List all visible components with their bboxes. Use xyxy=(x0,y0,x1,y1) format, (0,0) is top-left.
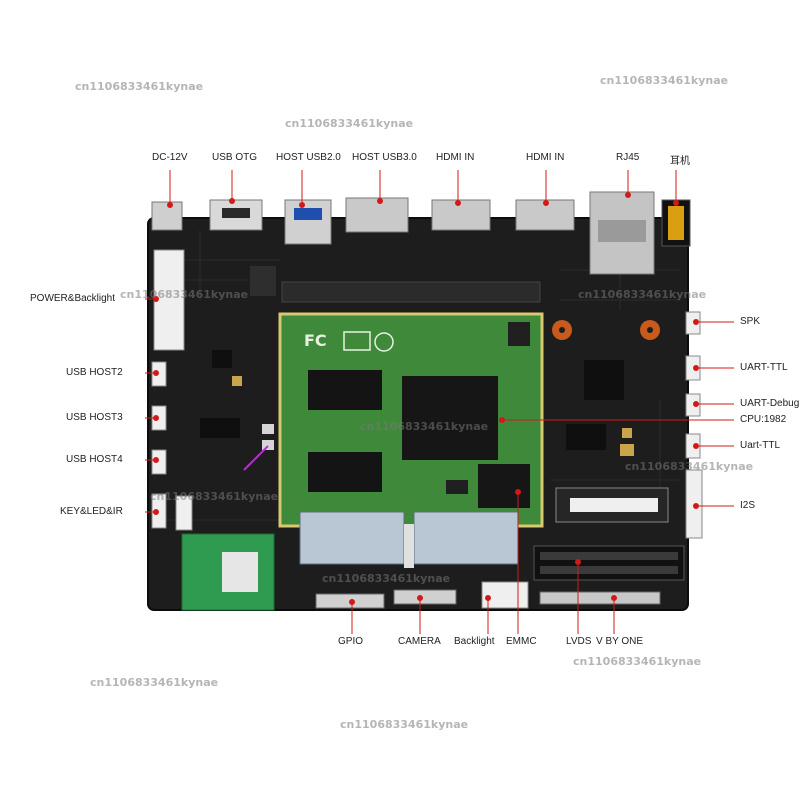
spk-connector xyxy=(685,311,701,335)
label-hdmi-in-1: HDMI IN xyxy=(436,152,475,163)
label-hdmi-in-2: HDMI IN xyxy=(526,152,565,163)
ram-chip-1 xyxy=(308,370,382,410)
label-cpu: CPU:1982 xyxy=(740,414,787,425)
label-power-backlight: POWER&Backlight xyxy=(30,293,116,304)
watermark-4: cn1106833461kynae xyxy=(120,288,249,301)
backlight-connector xyxy=(481,581,529,609)
watermark-12: cn1106833461kynae xyxy=(340,718,469,731)
watermark-3: cn1106833461kynae xyxy=(285,117,414,130)
watermark-7: cn1106833461kynae xyxy=(625,460,754,473)
dc-jack xyxy=(151,201,183,231)
fpc-ribbon-2 xyxy=(413,511,519,565)
label-earphone: 耳机 xyxy=(670,156,690,167)
power-backlight-connector xyxy=(153,249,185,351)
label-rj45: RJ45 xyxy=(616,152,640,163)
key-led-ir-connector xyxy=(151,493,167,529)
label-dc-12v: DC-12V xyxy=(152,152,188,163)
label-i2s: I2S xyxy=(740,500,756,511)
label-gpio: GPIO xyxy=(338,636,364,647)
usb-host2-connector xyxy=(151,361,167,387)
lvds-header xyxy=(533,545,685,581)
watermark-9: cn1106833461kynae xyxy=(322,572,451,585)
label-usb-host3: USB HOST3 xyxy=(66,412,123,423)
svg-text:FC: FC xyxy=(304,331,327,350)
uart-debug-connector xyxy=(685,393,701,417)
usb3-hdmi-port xyxy=(345,197,409,233)
fpc-ribbon-1 xyxy=(299,511,405,565)
hdmi-port-1 xyxy=(431,199,491,231)
label-usb-host2: USB HOST2 xyxy=(66,367,123,378)
cpu-chip xyxy=(402,376,498,460)
watermark-8: cn1106833461kynae xyxy=(150,490,279,503)
label-usb-host4: USB HOST4 xyxy=(66,454,123,465)
label-lvds: LVDS xyxy=(566,636,592,647)
label-key-led-ir: KEY&LED&IR xyxy=(60,506,123,517)
camera-connector xyxy=(393,589,457,605)
watermark-2: cn1106833461kynae xyxy=(600,74,729,87)
label-v-by-one: V BY ONE xyxy=(596,636,644,647)
vbyone-connector xyxy=(539,591,661,605)
label-backlight: Backlight xyxy=(454,636,495,647)
watermark-5: cn1106833461kynae xyxy=(578,288,707,301)
watermark-6: cn1106833461kynae xyxy=(360,420,489,433)
leader-lines xyxy=(145,170,734,634)
watermark-10: cn1106833461kynae xyxy=(573,655,702,668)
label-host-usb2: HOST USB2.0 xyxy=(276,152,341,163)
ram-chip-2 xyxy=(308,452,382,492)
watermark-1: cn1106833461kynae xyxy=(75,80,204,93)
label-uart-debug: UART-Debug xyxy=(740,398,800,409)
usb-host4-connector xyxy=(151,449,167,475)
label-host-usb3: HOST USB3.0 xyxy=(352,152,417,163)
label-uart-ttl: UART-TTL xyxy=(740,362,788,373)
watermark-11: cn1106833461kynae xyxy=(90,676,219,689)
label-emmc: EMMC xyxy=(506,636,537,647)
label-usb-otg: USB OTG xyxy=(212,152,258,163)
label-camera: CAMERA xyxy=(398,636,441,647)
label-uart-ttl-2: Uart-TTL xyxy=(740,440,780,451)
usb2-port xyxy=(284,199,332,245)
emmc-chip xyxy=(478,464,530,508)
label-spk: SPK xyxy=(740,316,761,327)
